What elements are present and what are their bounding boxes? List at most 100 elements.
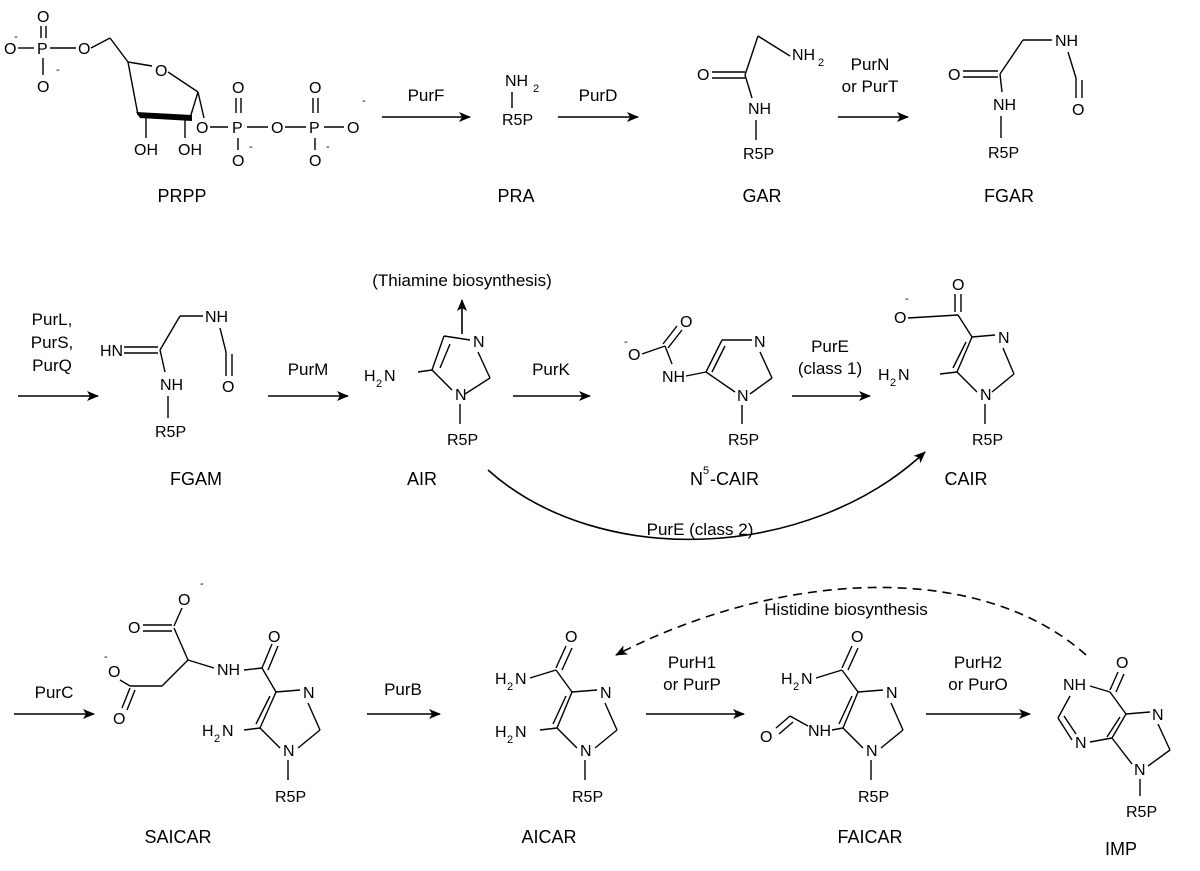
cair-structure: O - O N N R5P H 2 N bbox=[878, 277, 1015, 449]
atom-r5p: R5P bbox=[275, 789, 306, 806]
atom-h: H bbox=[202, 723, 214, 740]
atom-r5p: R5P bbox=[972, 432, 1003, 449]
fgar-structure: NH O O NH R5P bbox=[948, 33, 1084, 162]
atom-nh: NH bbox=[748, 101, 771, 118]
subscript-2: 2 bbox=[890, 377, 896, 389]
atom-n: N bbox=[998, 330, 1010, 347]
atom-n: N bbox=[384, 368, 396, 385]
atom-o: O bbox=[78, 41, 90, 58]
atom-r5p: R5P bbox=[743, 146, 774, 163]
charge-minus: - bbox=[200, 578, 204, 590]
enzyme-label-class1: (class 1) bbox=[798, 359, 862, 378]
atom-n: N bbox=[580, 743, 592, 760]
atom-o: O bbox=[347, 120, 359, 137]
atom-hn: HN bbox=[100, 343, 123, 360]
charge-minus: - bbox=[104, 651, 108, 663]
annotation-histidine-biosynthesis: Histidine biosynthesis bbox=[764, 600, 927, 619]
atom-n: N bbox=[980, 387, 992, 404]
compound-label-n5cair: N 5 -CAIR bbox=[690, 465, 759, 489]
charge-minus: - bbox=[326, 141, 330, 153]
atom-nh: NH bbox=[217, 662, 240, 679]
atom-o: O bbox=[155, 63, 167, 80]
atom-r5p: R5P bbox=[858, 789, 889, 806]
charge-minus: - bbox=[362, 95, 366, 107]
subscript-2: 2 bbox=[793, 681, 799, 693]
atom-r5p: R5P bbox=[447, 432, 478, 449]
atom-nh: NH bbox=[993, 97, 1016, 114]
atom-n: N bbox=[473, 334, 485, 351]
atom-h: H bbox=[781, 671, 793, 688]
atom-o: O bbox=[760, 729, 772, 746]
enzyme-label-pure-class2: PurE (class 2) bbox=[647, 520, 754, 539]
atom-n: N bbox=[866, 743, 878, 760]
compound-label-pra: PRA bbox=[497, 186, 534, 206]
atom-n: N bbox=[222, 723, 234, 740]
faicar-structure: O H 2 N N N R5P NH O bbox=[760, 629, 904, 806]
atom-n: N bbox=[1152, 707, 1164, 724]
atom-o: O bbox=[37, 9, 49, 26]
compound-label-cair: CAIR bbox=[944, 469, 987, 489]
atom-h: H bbox=[495, 671, 507, 688]
enzyme-label-purh1: PurH1 bbox=[668, 653, 716, 672]
enzyme-label-purb: PurB bbox=[384, 680, 422, 699]
enzyme-label-purq: PurQ bbox=[32, 356, 72, 375]
gar-structure: NH 2 O NH R5P bbox=[697, 35, 824, 163]
charge-minus: - bbox=[905, 293, 909, 305]
atom-n: N bbox=[1075, 735, 1087, 752]
compound-label-saicar: SAICAR bbox=[144, 827, 211, 847]
atom-n: N bbox=[303, 685, 315, 702]
label-part: N bbox=[690, 469, 703, 489]
enzyme-label-purc: PurC bbox=[35, 683, 74, 702]
subscript-2: 2 bbox=[507, 734, 513, 746]
compound-label-prpp: PRPP bbox=[157, 186, 206, 206]
air-structure: N N R5P H 2 N bbox=[364, 334, 491, 449]
compound-label-imp: IMP bbox=[1105, 839, 1137, 859]
enzyme-label-purh2: PurH2 bbox=[954, 653, 1002, 672]
n5cair-structure: O - O NH N N R5P bbox=[624, 314, 773, 449]
atom-o: O bbox=[232, 153, 244, 170]
atom-o: O bbox=[222, 379, 234, 396]
atom-o: O bbox=[948, 67, 960, 84]
atom-n: N bbox=[515, 671, 527, 688]
atom-n: N bbox=[1134, 762, 1146, 779]
subscript-2: 2 bbox=[376, 378, 382, 390]
label-superscript: 5 bbox=[703, 465, 709, 477]
atom-p: P bbox=[232, 120, 243, 137]
atom-h: H bbox=[495, 724, 507, 741]
atom-o: O bbox=[271, 120, 283, 137]
subscript-2: 2 bbox=[214, 733, 220, 745]
atom-nh: NH bbox=[160, 377, 183, 394]
label-part: -CAIR bbox=[710, 469, 759, 489]
atom-o: O bbox=[697, 67, 709, 84]
compound-label-fgam: FGAM bbox=[170, 469, 222, 489]
enzyme-label-purk: PurK bbox=[532, 360, 570, 379]
atom-h: H bbox=[878, 367, 890, 384]
atom-r5p: R5P bbox=[1126, 804, 1157, 821]
atom-o: O bbox=[1116, 655, 1128, 672]
atom-o: O bbox=[113, 711, 125, 728]
enzyme-label-purl: PurL, bbox=[32, 310, 73, 329]
compound-label-air: AIR bbox=[407, 469, 437, 489]
pra-structure: NH 2 R5P bbox=[502, 73, 539, 129]
atom-o: O bbox=[851, 629, 863, 646]
atom-n: N bbox=[737, 388, 749, 405]
atom-n: N bbox=[754, 334, 766, 351]
atom-o: O bbox=[565, 629, 577, 646]
compound-label-faicar: FAICAR bbox=[837, 827, 902, 847]
enzyme-label-purf: PurF bbox=[408, 86, 445, 105]
charge-minus: - bbox=[56, 64, 60, 76]
saicar-structure: O - O NH - O O O N N R5P H 2 N bbox=[104, 578, 321, 806]
atom-nh: NH bbox=[808, 723, 831, 740]
atom-nh2: NH bbox=[792, 47, 815, 64]
compound-label-gar: GAR bbox=[742, 186, 781, 206]
charge-minus: - bbox=[249, 141, 253, 153]
atom-n: N bbox=[600, 685, 612, 702]
atom-r5p: R5P bbox=[502, 112, 533, 129]
enzyme-label-purm: PurM bbox=[288, 360, 329, 379]
atom-nh: NH bbox=[205, 309, 228, 326]
annotation-thiamine-biosynthesis: (Thiamine biosynthesis) bbox=[372, 271, 552, 290]
atom-r5p: R5P bbox=[155, 424, 186, 441]
subscript-2: 2 bbox=[533, 83, 539, 95]
